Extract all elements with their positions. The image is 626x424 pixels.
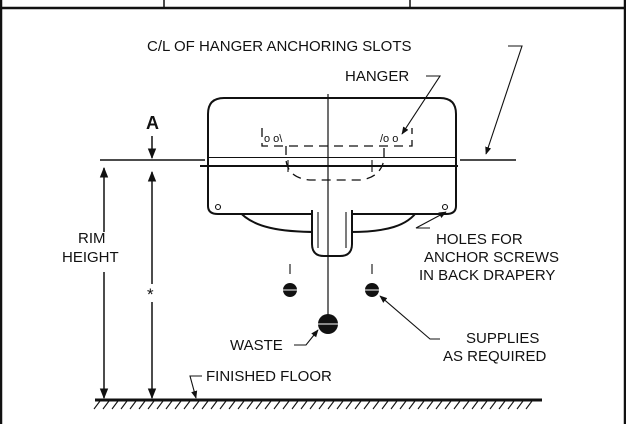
floor-hatch-mark [327, 400, 335, 410]
lavatory [200, 97, 458, 257]
trap-cover [311, 210, 353, 257]
floor-hatch-mark [399, 400, 407, 410]
hanger-slot-right: /o o [380, 133, 398, 145]
floor-hatch-mark [408, 400, 416, 410]
floor-hatch-mark [228, 400, 236, 410]
dim-a-label: A [146, 113, 159, 133]
floor-hatch-mark [525, 400, 533, 410]
floor-hatch-mark [471, 400, 479, 410]
floor-hatch-mark [453, 400, 461, 410]
holes-label-3: IN BACK DRAPERY [419, 267, 555, 284]
floor-hatch-mark [336, 400, 344, 410]
floor-hatch-mark [345, 400, 353, 410]
anchor-hole-right [441, 203, 449, 211]
floor-hatch-mark [93, 400, 101, 410]
dimension-a: A [146, 113, 159, 160]
floor-hatch-mark [291, 400, 299, 410]
floor-hatch-mark [165, 400, 173, 410]
holes-label-2: ANCHOR SCREWS [424, 249, 559, 266]
floor-hatch-mark [210, 400, 218, 410]
finished-floor-label: FINISHED FLOOR [206, 368, 332, 385]
floor-hatch-mark [417, 400, 425, 410]
floor-hatch-mark [480, 400, 488, 410]
floor-hatch-mark [354, 400, 362, 410]
holes-label-1: HOLES FOR [436, 231, 523, 248]
supplies-label-2: AS REQUIRED [443, 348, 547, 365]
waste-label: WASTE [230, 337, 283, 354]
floor-hatch-mark [237, 400, 245, 410]
floor-hatch-mark [489, 400, 497, 410]
rough-ins [280, 264, 382, 334]
floor-hatch-mark [426, 400, 434, 410]
floor-hatch-mark [138, 400, 146, 410]
floor-hatch-mark [435, 400, 443, 410]
floor-hatch-mark [183, 400, 191, 410]
floor-hatch-mark [111, 400, 119, 410]
rim-height-dimension: RIM HEIGHT * [62, 166, 160, 400]
floor-hatch-mark [318, 400, 326, 410]
floor-hatch-mark [201, 400, 209, 410]
floor-hatch-mark [462, 400, 470, 410]
floor-hatch-mark [282, 400, 290, 410]
anchor-hole-left [214, 203, 222, 211]
floor-hatch-mark [444, 400, 452, 410]
floor-hatch-mark [120, 400, 128, 410]
floor-hatch-mark [156, 400, 164, 410]
floor-hatch-mark [507, 400, 515, 410]
lavatory-back [207, 97, 457, 159]
height-label: HEIGHT [62, 249, 119, 266]
cl-slots-label: C/L OF HANGER ANCHORING SLOTS [147, 38, 412, 55]
floor-hatch-mark [102, 400, 110, 410]
floor-hatch-mark [390, 400, 398, 410]
hanger-slot-left: o o\ [264, 133, 283, 145]
floor-hatch-mark [129, 400, 137, 410]
asterisk-label: * [147, 285, 154, 304]
hanger-label: HANGER [345, 68, 409, 85]
floor-hatch-mark [246, 400, 254, 410]
floor-hatch-mark [300, 400, 308, 410]
floor-hatch-mark [516, 400, 524, 410]
floor-hatch-mark [273, 400, 281, 410]
floor-hatch-mark [381, 400, 389, 410]
floor-hatch-mark [192, 400, 200, 410]
supplies-label-1: SUPPLIES [466, 330, 539, 347]
hanger: o o\ /o o [261, 128, 413, 181]
floor-hatch-mark [264, 400, 272, 410]
floor-hatch-mark [372, 400, 380, 410]
floor-hatch-mark [498, 400, 506, 410]
leaders: C/L OF HANGER ANCHORING SLOTS HANGER HOL… [147, 38, 559, 399]
floor-hatch-mark [219, 400, 227, 410]
floor-hatch-mark [147, 400, 155, 410]
floor-hatch-mark [309, 400, 317, 410]
finished-floor [93, 398, 542, 410]
floor-hatch-mark [363, 400, 371, 410]
floor-hatch-mark [174, 400, 182, 410]
rim-label: RIM [78, 230, 106, 247]
floor-hatch-mark [255, 400, 263, 410]
